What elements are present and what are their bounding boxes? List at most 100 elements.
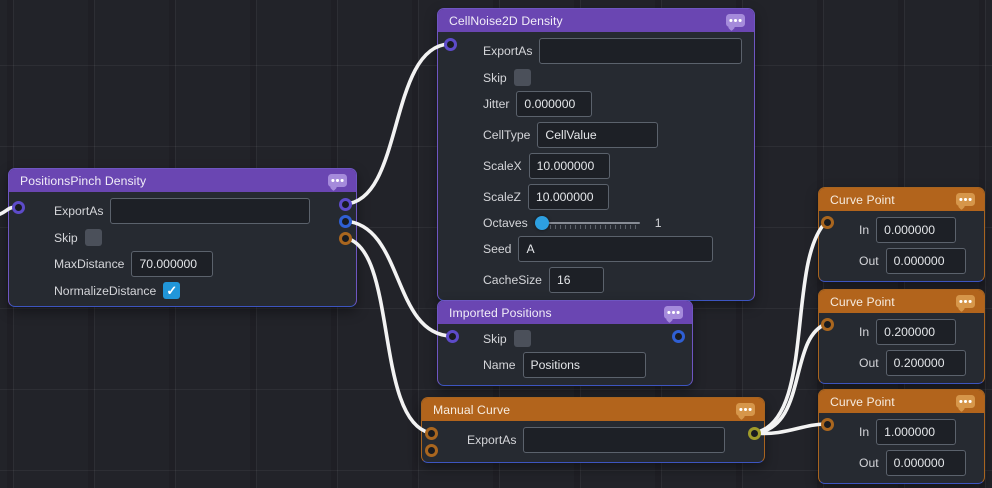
field-row-celltype: CellType — [483, 122, 744, 148]
input-port[interactable] — [821, 216, 834, 229]
field-row-name: Name — [483, 352, 682, 378]
field-row-skip: Skip — [483, 330, 682, 347]
field-label: ExportAs — [467, 433, 517, 447]
field-row-scalex: ScaleX — [483, 153, 744, 179]
field-label: Skip — [54, 230, 78, 245]
field-label: Out — [859, 356, 879, 370]
field-label: Jitter — [483, 97, 510, 111]
node-header[interactable]: Manual Curve — [422, 398, 764, 421]
out-input[interactable] — [885, 248, 966, 274]
out-input[interactable] — [885, 450, 966, 476]
input-port[interactable] — [444, 38, 457, 51]
node-title: Curve Point — [830, 394, 895, 409]
node-curve-point-2[interactable]: Curve Point In Out — [818, 289, 985, 384]
field-row-in: In — [859, 217, 974, 243]
node-title: CellNoise2D Density — [449, 13, 563, 28]
field-row-skip: Skip — [54, 229, 346, 246]
comment-icon[interactable] — [736, 403, 755, 416]
in-input[interactable] — [876, 419, 957, 445]
field-row-skip: Skip — [483, 69, 744, 86]
comment-icon[interactable] — [956, 395, 975, 408]
cachesize-input[interactable] — [548, 267, 604, 293]
field-label: MaxDistance — [54, 257, 125, 271]
field-label: Name — [483, 358, 516, 372]
wire-positionspinch-to-cellnoise[interactable] — [343, 42, 451, 206]
input-port[interactable] — [12, 201, 25, 214]
comment-icon[interactable] — [726, 14, 745, 27]
node-cellnoise2d-density[interactable]: CellNoise2D Density ExportAs Skip Jitter… — [437, 8, 755, 301]
jitter-input[interactable] — [516, 91, 593, 117]
in-input[interactable] — [876, 217, 957, 243]
node-positionspinch-density[interactable]: PositionsPinch Density ExportAs Skip Max… — [8, 168, 357, 307]
node-curve-point-1[interactable]: Curve Point In Out — [818, 187, 985, 282]
field-label: In — [859, 223, 870, 237]
node-header[interactable]: Curve Point — [819, 390, 984, 413]
field-label: CacheSize — [483, 273, 542, 287]
exportas-input[interactable] — [539, 38, 743, 64]
node-curve-point-3[interactable]: Curve Point In Out — [818, 389, 985, 484]
node-header[interactable]: Curve Point — [819, 290, 984, 313]
output-port-positions[interactable] — [672, 330, 685, 343]
node-header[interactable]: Imported Positions — [438, 301, 692, 324]
node-title: PositionsPinch Density — [20, 173, 147, 188]
in-input[interactable] — [876, 319, 957, 345]
scalex-input[interactable] — [528, 153, 610, 179]
field-label: ScaleX — [483, 159, 522, 173]
node-manual-curve[interactable]: Manual Curve ExportAs — [421, 397, 765, 463]
input-port[interactable] — [446, 330, 459, 343]
wire-manualcurve-to-curvepoint1[interactable] — [752, 220, 828, 435]
comment-icon[interactable] — [664, 306, 683, 319]
node-header[interactable]: PositionsPinch Density — [9, 169, 356, 192]
output-port-curve[interactable] — [748, 427, 761, 440]
wire-manualcurve-to-curvepoint3[interactable] — [752, 422, 828, 436]
out-input[interactable] — [885, 350, 966, 376]
field-label: Skip — [483, 70, 507, 85]
node-title: Imported Positions — [449, 305, 552, 320]
input-port[interactable] — [821, 318, 834, 331]
exportas-input[interactable] — [523, 427, 726, 453]
input-port[interactable] — [821, 418, 834, 431]
field-label: In — [859, 325, 870, 339]
field-row-scalez: ScaleZ — [483, 184, 744, 210]
field-row-exportas: ExportAs — [483, 38, 744, 64]
comment-icon[interactable] — [328, 174, 347, 187]
wire-positionspinch-to-imported[interactable] — [343, 219, 453, 338]
field-label: ExportAs — [54, 204, 104, 218]
exportas-input[interactable] — [110, 198, 311, 224]
celltype-input[interactable] — [537, 122, 659, 148]
wire-manualcurve-to-curvepoint2[interactable] — [752, 322, 828, 435]
field-label: ExportAs — [483, 44, 533, 58]
output-port-density[interactable] — [339, 198, 352, 211]
input-port-1[interactable] — [425, 427, 438, 440]
slider-knob[interactable] — [534, 216, 549, 230]
wire-positionspinch-to-manualcurve[interactable] — [343, 236, 432, 435]
node-imported-positions[interactable]: Imported Positions Skip Name — [437, 300, 693, 386]
field-row-normalizedistance: NormalizeDistance — [54, 282, 346, 299]
normalizedistance-checkbox[interactable] — [163, 282, 181, 299]
comment-icon[interactable] — [956, 295, 975, 308]
field-label: NormalizeDistance — [54, 283, 157, 298]
output-port-curve[interactable] — [339, 232, 352, 245]
field-row-cachesize: CacheSize — [483, 267, 744, 293]
node-header[interactable]: Curve Point — [819, 188, 984, 211]
comment-icon[interactable] — [956, 193, 975, 206]
field-row-jitter: Jitter — [483, 91, 744, 117]
skip-checkbox[interactable] — [513, 330, 531, 347]
field-row-seed: Seed — [483, 236, 744, 262]
node-header[interactable]: CellNoise2D Density — [438, 9, 754, 32]
name-input[interactable] — [522, 352, 646, 378]
skip-checkbox[interactable] — [84, 229, 102, 246]
octaves-slider[interactable] — [534, 215, 640, 231]
field-label: Out — [859, 456, 879, 470]
output-port-positions[interactable] — [339, 215, 352, 228]
field-label: Seed — [483, 242, 512, 256]
skip-checkbox[interactable] — [513, 69, 531, 86]
maxdistance-input[interactable] — [131, 251, 214, 277]
seed-input[interactable] — [518, 236, 714, 262]
scalez-input[interactable] — [527, 184, 609, 210]
node-title: Manual Curve — [433, 402, 511, 417]
input-port-2[interactable] — [425, 444, 438, 457]
field-row-out: Out — [859, 450, 974, 476]
